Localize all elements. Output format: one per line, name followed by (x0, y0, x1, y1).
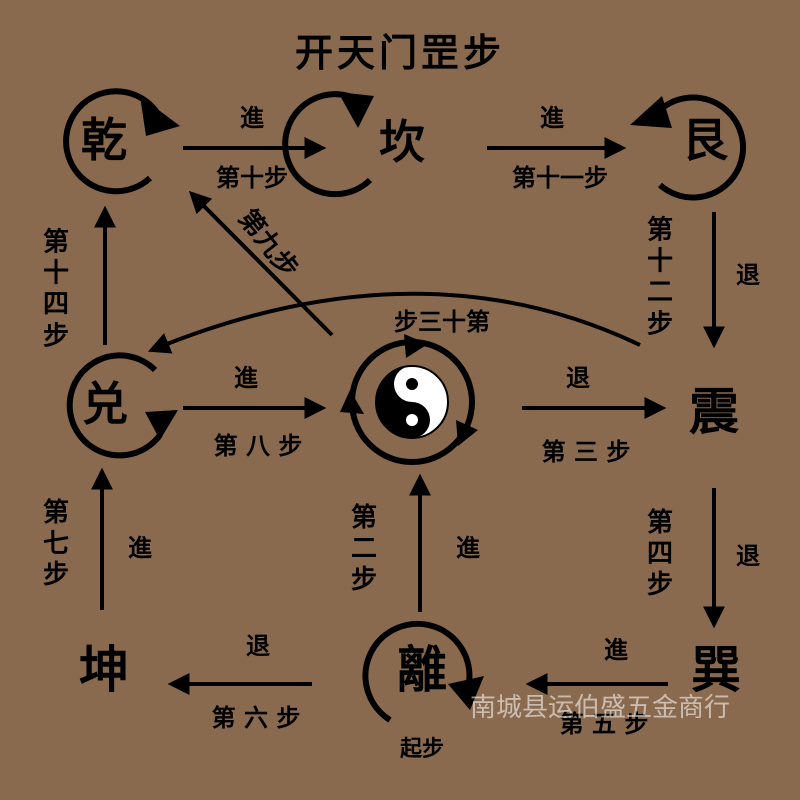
loop-dui (66, 352, 178, 459)
label-tui-zhen-xun: 退 (736, 542, 760, 570)
taiji-icon (375, 365, 449, 439)
loop-kan (282, 91, 374, 198)
center-loop (340, 334, 478, 465)
label-tui-center-zhen: 退 (566, 364, 590, 392)
label-step-7: 第七步 (42, 498, 69, 591)
trigram-qian: 乾 (81, 113, 127, 167)
trigram-kun: 坤 (79, 641, 129, 699)
label-jin-kan-gen: 進 (540, 104, 564, 132)
label-step-6: 第 六 步 (211, 704, 301, 732)
arrow-zhen-dui-curve (147, 291, 641, 354)
trigram-li: 離 (397, 641, 447, 699)
trigram-xun: 巽 (691, 641, 741, 699)
arrow-center-qian (188, 190, 334, 337)
loop-li (362, 620, 484, 723)
label-step-2: 第二步 (350, 503, 377, 596)
label-step-3: 第 三 步 (541, 438, 631, 466)
label-step-11: 第十一步 (512, 164, 608, 192)
loop-qian (63, 88, 180, 195)
label-jin-xun-li: 進 (604, 636, 628, 664)
label-step-8: 第 八 步 (213, 432, 303, 460)
page-title: 开天门罡步 (294, 31, 505, 75)
label-jin-kun-dui: 進 (128, 534, 152, 562)
label-tui-kun: 退 (246, 632, 270, 660)
label-step-5: 第 五 步 (559, 710, 649, 738)
label-step-13: 步三十第 (394, 308, 490, 336)
label-tui-gen-zhen: 退 (736, 261, 760, 289)
label-step-14: 第十四步 (42, 227, 69, 352)
label-step-12: 第十二步 (646, 215, 673, 340)
label-start: 起步 (399, 737, 445, 762)
label-jin-dui-center: 進 (234, 364, 258, 392)
watermark: 南城县运伯盛五金商行 (470, 693, 731, 723)
trigram-dui: 兑 (82, 377, 128, 431)
trigram-gen: 艮 (682, 113, 728, 167)
trigram-kan: 坎 (379, 115, 425, 169)
label-jin-li-center: 進 (456, 534, 480, 562)
label-step-4: 第四步 (646, 508, 673, 601)
label-jin-qian-kan: 進 (240, 104, 264, 132)
trigram-zhen: 震 (689, 383, 739, 441)
label-step-10: 第十步 (216, 164, 288, 192)
loop-gen (630, 94, 747, 201)
